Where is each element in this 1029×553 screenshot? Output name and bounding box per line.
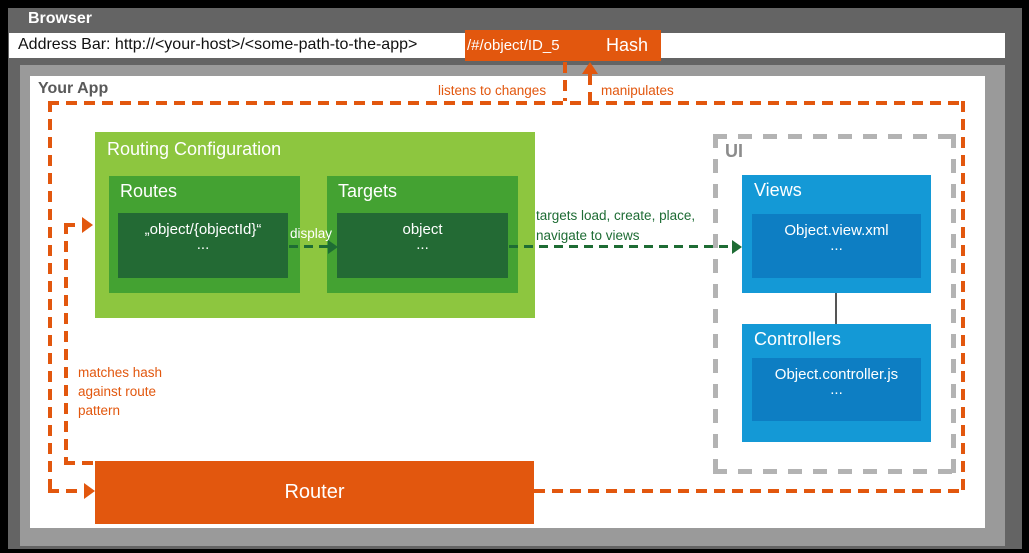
- ui-title: UI: [725, 141, 743, 161]
- display-arrowhead-icon: [328, 240, 338, 254]
- matches-hash-line3: pattern: [78, 403, 121, 418]
- router-to-border-dashed-line: [534, 489, 965, 493]
- matches-hash-vertical-line: [64, 223, 68, 463]
- matches-hash-top-segment: [64, 223, 82, 227]
- matches-hash-line2: against route: [78, 384, 157, 399]
- arrowhead-into-routes-icon: [82, 217, 93, 233]
- route-pattern-ellipsis: ...: [196, 236, 210, 253]
- target-object-ellipsis: ...: [416, 236, 429, 253]
- ui-border-right: [951, 134, 956, 474]
- ui-border-left: [713, 134, 718, 474]
- controller-file-ellipsis: ...: [830, 381, 843, 398]
- targets-annotation-line1: targets load, create, place,: [536, 208, 696, 223]
- ui-border-bottom: [713, 469, 956, 474]
- controllers-title: Controllers: [754, 329, 842, 349]
- router-box: Router: [95, 461, 534, 524]
- orange-dashed-border-top: [48, 101, 965, 105]
- controller-file-text: Object.controller.js: [774, 366, 899, 383]
- targets-to-views-annotation: targets load, create, place, navigate to…: [536, 206, 695, 246]
- browser-title: Browser: [28, 10, 93, 27]
- target-object-text: object: [402, 221, 443, 238]
- matches-hash-annotation: matches hash against route pattern: [78, 363, 162, 420]
- route-pattern-box: „object/{objectId}“ ...: [118, 213, 288, 278]
- view-file-text: Object.view.xml: [784, 222, 889, 239]
- targets-annotation-line2: navigate to views: [536, 228, 640, 243]
- views-controllers-connector: [835, 293, 837, 324]
- targets-to-views-dashed-line: [509, 245, 732, 248]
- hash-label: Hash: [605, 35, 648, 55]
- manipulates-dashed-stub: [588, 74, 592, 101]
- display-dashed-arrow-line: [289, 245, 328, 248]
- listens-dashed-stub: [563, 62, 567, 101]
- view-file-box: Object.view.xml ...: [752, 214, 921, 278]
- arrowhead-into-hash-icon: [582, 62, 598, 74]
- targets-title: Targets: [338, 181, 398, 201]
- matches-hash-bottom-segment: [64, 461, 95, 465]
- orange-dashed-border-right: [961, 101, 965, 492]
- hash-highlight-box: /#/object/ID_5 Hash: [465, 30, 661, 61]
- targets-to-views-arrowhead-icon: [732, 240, 742, 254]
- ui-border-top: [713, 134, 956, 139]
- manipulates-annotation: manipulates: [601, 83, 674, 98]
- routing-configuration-title: Routing Configuration: [107, 139, 282, 159]
- target-object-box: object ...: [337, 213, 508, 278]
- router-title: Router: [284, 481, 345, 503]
- hash-value: /#/object/ID_5: [467, 37, 560, 54]
- display-label: display: [289, 226, 333, 241]
- address-url-text: Address Bar: http://<your-host>/<some-pa…: [18, 36, 418, 53]
- arrowhead-into-router-icon: [84, 483, 95, 499]
- view-file-ellipsis: ...: [830, 237, 843, 254]
- orange-dashed-border-left: [48, 101, 52, 490]
- listens-annotation: listens to changes: [438, 83, 547, 98]
- listens-arrow-segment: [48, 489, 84, 493]
- matches-hash-line1: matches hash: [78, 365, 163, 380]
- routes-title: Routes: [120, 181, 178, 201]
- controller-file-box: Object.controller.js ...: [752, 358, 921, 421]
- your-app-title: Your App: [38, 80, 109, 97]
- route-pattern-text: „object/{objectId}“: [144, 221, 262, 238]
- views-title: Views: [754, 180, 802, 200]
